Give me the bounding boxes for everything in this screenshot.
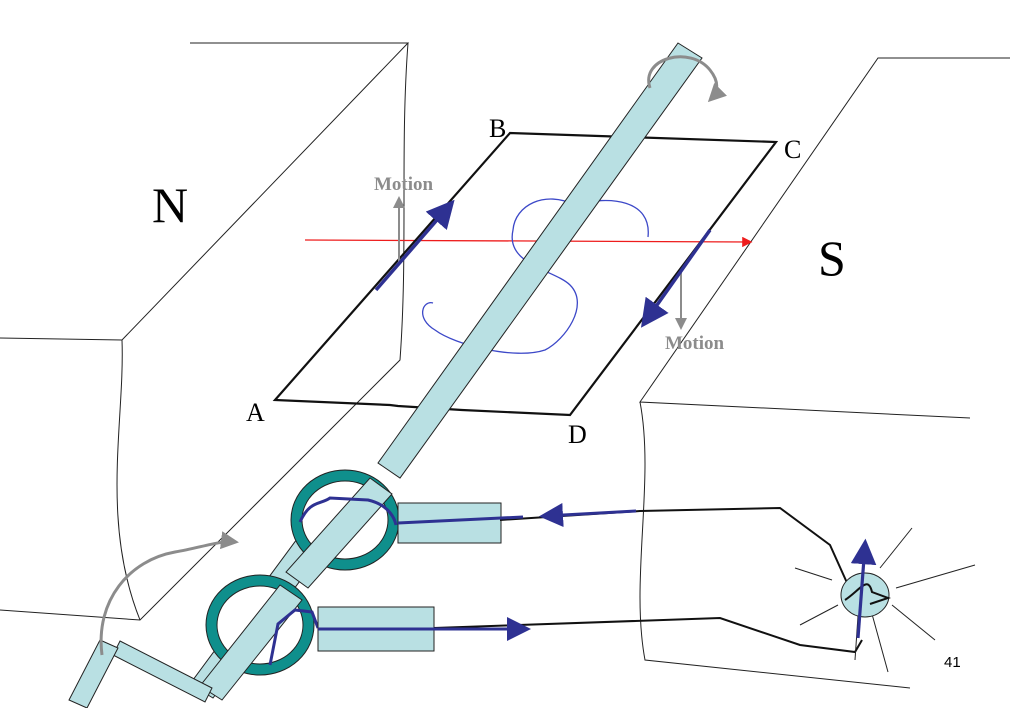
south-pole-label: S	[818, 230, 846, 286]
page-number: 41	[944, 654, 961, 671]
motion-label-left: Motion	[374, 174, 434, 195]
current-arrow-brush-upper	[397, 515, 524, 525]
current-arrow-side-ab	[374, 199, 455, 292]
lamp-current-arrow	[850, 538, 877, 639]
corner-label-a: A	[246, 398, 265, 427]
internal-wire-upper	[298, 496, 398, 526]
corner-label-c: C	[784, 135, 801, 164]
corner-label-d: D	[568, 420, 587, 449]
north-magnet	[0, 42, 410, 621]
current-arrow-side-cd	[640, 228, 712, 328]
current-arrow-upper-wire	[539, 503, 637, 527]
internal-wire-lower	[268, 608, 320, 666]
north-pole-label: N	[152, 177, 188, 233]
crank-handle	[68, 639, 213, 708]
rotation-arrow-crank	[99, 531, 239, 656]
field-line	[304, 236, 753, 248]
south-magnet	[639, 57, 1010, 689]
external-wire-lower	[433, 616, 863, 654]
external-wire-upper	[499, 506, 849, 586]
rotor-shaft	[377, 42, 703, 479]
rotation-arrow-top	[647, 55, 727, 103]
lamp	[794, 527, 976, 673]
corner-label-b: B	[489, 114, 506, 143]
slip-ring-upper	[285, 469, 400, 589]
slip-ring-lower	[199, 574, 315, 701]
motion-label-right: Motion	[665, 333, 725, 354]
coil-loop	[272, 131, 779, 417]
